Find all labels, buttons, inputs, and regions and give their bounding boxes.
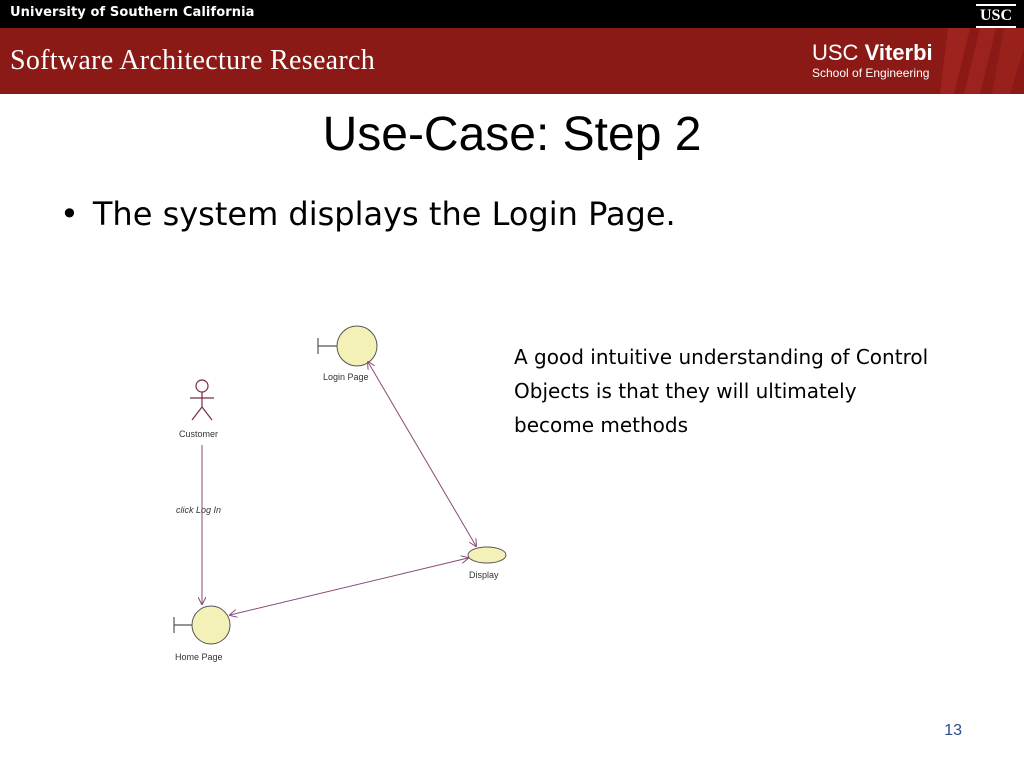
display-label: Display bbox=[469, 570, 499, 580]
bullet-dot-icon: • bbox=[60, 195, 79, 233]
home-page-label: Home Page bbox=[175, 652, 223, 662]
viterbi-name-text: Viterbi bbox=[864, 40, 933, 65]
message-label: click Log In bbox=[176, 505, 221, 515]
actor-customer-icon bbox=[190, 379, 214, 421]
page-number: 13 bbox=[944, 722, 962, 739]
viterbi-school-text: School of Engineering bbox=[812, 66, 930, 80]
header-banner: Software Architecture Research USC Viter… bbox=[0, 28, 1024, 94]
login-page-label: Login Page bbox=[323, 372, 369, 382]
actor-label: Customer bbox=[179, 429, 218, 439]
usc-logo: USC bbox=[976, 4, 1016, 28]
sequence-diagram: Customer Login Page Display Home Page cl… bbox=[173, 325, 507, 662]
banner-decoration bbox=[940, 28, 1024, 94]
top-bar: University of Southern California USC bbox=[0, 0, 1024, 28]
group-title: Software Architecture Research bbox=[10, 45, 376, 76]
bullet-item: • The system displays the Login Page. bbox=[60, 190, 676, 238]
login-display-link bbox=[368, 362, 476, 546]
login-page-boundary-icon bbox=[317, 325, 378, 367]
home-page-boundary-icon bbox=[173, 605, 231, 645]
note-text: A good intuitive understanding of Contro… bbox=[514, 345, 929, 437]
display-home-link bbox=[230, 558, 468, 615]
display-control-icon bbox=[467, 546, 507, 564]
viterbi-usc-text: USC bbox=[812, 40, 859, 65]
university-name: University of Southern California bbox=[10, 5, 255, 20]
bullet-text: The system displays the Login Page. bbox=[92, 195, 676, 233]
viterbi-logo: USC Viterbi School of Engineering bbox=[812, 40, 933, 81]
slide-title: Use-Case: Step 2 bbox=[322, 108, 702, 161]
